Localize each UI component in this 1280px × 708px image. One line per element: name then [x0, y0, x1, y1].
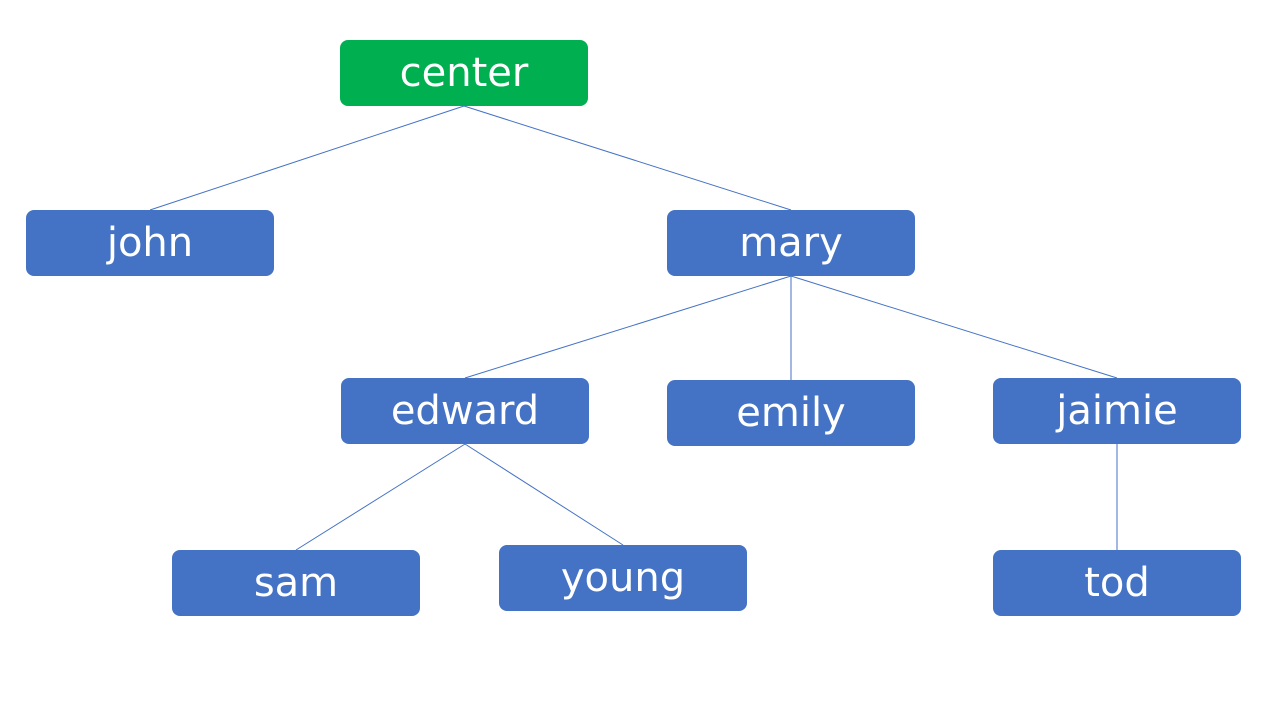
edge-mary-jaimie [790, 275, 1118, 379]
node-label-mary: mary [739, 220, 843, 266]
node-john: john [26, 210, 274, 276]
edge-center-mary [463, 105, 792, 211]
node-label-jaimie: jaimie [1056, 388, 1178, 434]
node-emily: emily [667, 380, 915, 446]
edge-edward-young [464, 443, 624, 546]
node-tod: tod [993, 550, 1241, 616]
edge-edward-sam [295, 443, 466, 551]
node-label-center: center [399, 50, 529, 96]
node-mary: mary [667, 210, 915, 276]
node-edward: edward [341, 378, 589, 444]
node-sam: sam [172, 550, 420, 616]
node-label-sam: sam [253, 560, 339, 606]
node-label-edward: edward [390, 388, 540, 434]
node-label-young: young [560, 555, 686, 601]
edge-mary-edward [464, 275, 792, 379]
node-center: center [340, 40, 588, 106]
node-label-john: john [106, 220, 194, 266]
node-young: young [499, 545, 747, 611]
node-label-emily: emily [736, 390, 846, 436]
node-jaimie: jaimie [993, 378, 1241, 444]
edge-center-john [149, 105, 465, 211]
node-label-tod: tod [1084, 560, 1150, 606]
